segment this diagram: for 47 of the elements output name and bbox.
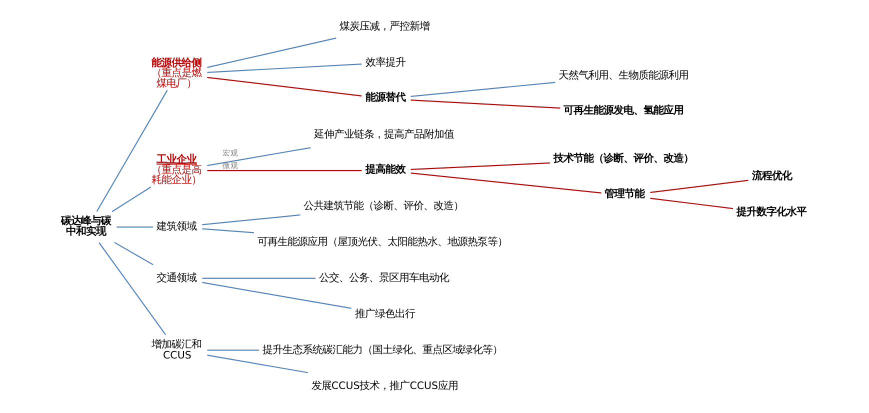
node-text: 交通领域 bbox=[156, 272, 196, 284]
node-text: 提升数字化水平 bbox=[736, 206, 806, 218]
edge-label: 宏观 bbox=[222, 148, 238, 158]
connector bbox=[206, 64, 362, 73]
node-text: 推广绿色出行 bbox=[354, 308, 415, 320]
connector bbox=[206, 76, 362, 96]
connector bbox=[410, 172, 601, 194]
connector bbox=[116, 226, 153, 228]
node-text: 公共建筑节能（诊断、评价、改造） bbox=[303, 200, 464, 212]
connector bbox=[202, 214, 300, 226]
node-text: 提升生态系统碳汇能力（国土绿化、重点区域绿化等） bbox=[262, 344, 502, 356]
connector bbox=[202, 228, 254, 234]
connector bbox=[111, 186, 151, 212]
connector bbox=[202, 282, 351, 309]
node-text: 管理节能 bbox=[604, 188, 644, 200]
node-text: 可再生能源应用（屋顶光伏、太阳能热水、地源热泵等） bbox=[257, 236, 508, 248]
connector bbox=[206, 38, 336, 68]
node-text: 公交、公务、景区用车电动化 bbox=[318, 272, 449, 284]
connector bbox=[410, 82, 555, 97]
node-text: 能源供给侧 （重点是燃煤电厂） bbox=[150, 56, 201, 90]
connector bbox=[410, 99, 560, 109]
connector bbox=[206, 170, 362, 172]
node-text: 煤炭压减，严控新增 bbox=[339, 20, 430, 33]
connector bbox=[206, 350, 259, 351]
connector bbox=[650, 180, 748, 193]
connector bbox=[410, 162, 550, 170]
node-text: 能源替代 bbox=[364, 92, 405, 104]
node-text: 碳达峰与碳中和实现 bbox=[60, 215, 110, 238]
connector bbox=[114, 242, 153, 266]
node-text: 效率提升 bbox=[364, 56, 405, 68]
connector bbox=[202, 278, 316, 279]
node-text: 增加碳汇和CCUS bbox=[150, 338, 201, 362]
node-text: 可再生能源发电、氢能应用 bbox=[563, 104, 684, 116]
connector bbox=[96, 90, 168, 212]
edge-label: 微观 bbox=[222, 161, 238, 170]
connector bbox=[98, 242, 166, 336]
node-text: 天然气利用、生物质能源利用 bbox=[558, 69, 688, 82]
node-text: 技术节能（诊断、评价、改造） bbox=[552, 152, 693, 164]
node-text: 提高能效 bbox=[364, 163, 405, 176]
connector bbox=[206, 354, 308, 374]
node-text: 发展CCUS技术，推广CCUS应用 bbox=[310, 380, 458, 392]
node-text: 建筑领域 bbox=[156, 220, 196, 233]
node-text: 延伸产业链条，提高产品附加值 bbox=[313, 128, 454, 140]
connector bbox=[650, 198, 733, 210]
connector bbox=[206, 147, 310, 166]
node-text: 工业企业 （重点是高耗能企业） bbox=[150, 154, 201, 186]
node-text: 流程优化 bbox=[751, 170, 792, 182]
